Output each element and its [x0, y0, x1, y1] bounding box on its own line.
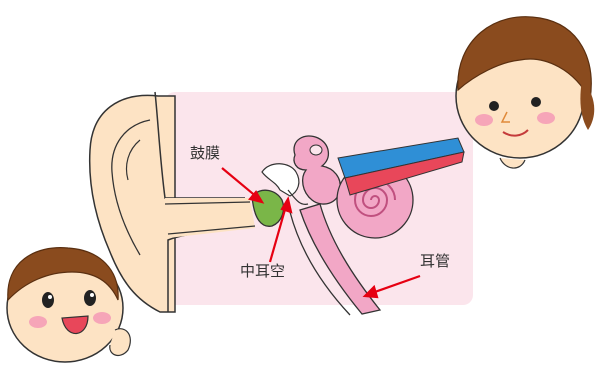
eustachian-tube-label: 耳管	[420, 254, 450, 269]
eardrum-label: 鼓膜	[190, 146, 220, 161]
boy-face-icon	[7, 248, 130, 362]
middle-ear-cavity-label: 中耳空	[240, 264, 285, 279]
canal-hole	[310, 145, 322, 155]
girl-face-icon	[456, 17, 594, 168]
